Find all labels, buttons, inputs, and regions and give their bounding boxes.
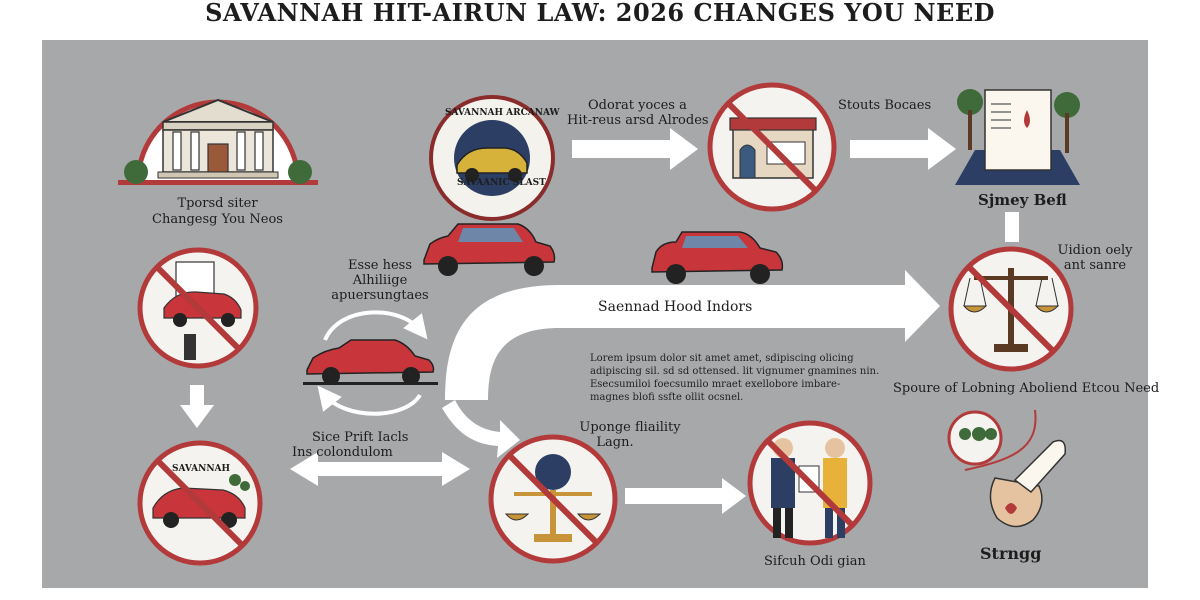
arrow-curve-down [442,400,520,458]
bottom-left-label-line2: Ins colondulom [292,445,393,460]
handshake-prohibited-icon [747,420,873,546]
car-crash-prohibited-icon [137,440,263,566]
lorem-paragraph: Lorem ipsum dolor sit amet amet, sdipisc… [590,353,880,403]
car-red-icon [423,223,556,276]
left-mid-label-line2: Alhiliige [352,273,408,288]
scales-balance-prohibited-icon [488,434,618,564]
curved-band-arrow [445,270,940,400]
arrow-up-right [1005,212,1019,242]
left-mid-label-line1: Esse hess [347,258,413,273]
liability-label-line2: Lagn. [596,435,634,450]
document-caption: Sjmey Befl [978,191,1067,209]
document-car-prohibited-icon [137,247,259,369]
liability-label-line1: Uponge fliaility [579,420,681,435]
car-cycle-icon [303,339,438,385]
courthouse-caption-line1: Tporsd siter [177,196,258,211]
right-mid-label-line2: ant sanre [1063,258,1127,273]
red-connector-line [964,409,1037,471]
badge-car-icon [429,95,555,221]
strong-caption: Strngg [980,544,1042,563]
document-park-icon [955,89,1080,185]
band-label: Saennad Hood Indors [598,299,753,315]
courthouse-icon [118,98,318,185]
bottom-left-label-line1: Sice Prift Iacls [312,430,409,445]
double-arrow-horizontal [290,452,470,486]
right-mid-label-line1: Uidion oely [1057,243,1133,258]
top-arrow-label-line2: Hit-reus arsd Alrodes [567,113,709,128]
right-caption: Spoure of Lobning Aboliend Etcou Need [893,381,1160,396]
people-caption: Sifcuh Odi gian [764,554,866,569]
car-red-icon-2 [651,231,784,284]
cycle-arrows [317,310,428,416]
hand-bulb-icon [947,410,1066,528]
bottom-left-badge-text: SAVANNAH [172,464,231,474]
store-prohibited-icon [707,82,837,212]
scales-prohibited-icon [948,246,1074,372]
arrow-down-left [180,385,214,428]
top-arrow-label-line1: Odorat yoces a [588,98,687,113]
badge-top-text: SAVANNAH ARCANAW [445,108,560,118]
arrow-badge-to-store [572,128,698,170]
store-caption: Stouts Bocaes [838,98,932,113]
page-title: SAVANNAH HIT-AIRUN LAW: 2026 CHANGES YOU… [205,0,995,27]
courthouse-caption-line2: Changesg You Neos [152,212,283,227]
arrow-scales-to-people [625,478,746,514]
left-mid-label-line3: apuersungtaes [331,288,429,303]
badge-bottom-text: SAVAANIC SLAST [457,178,546,188]
arrow-store-to-document [850,128,956,170]
